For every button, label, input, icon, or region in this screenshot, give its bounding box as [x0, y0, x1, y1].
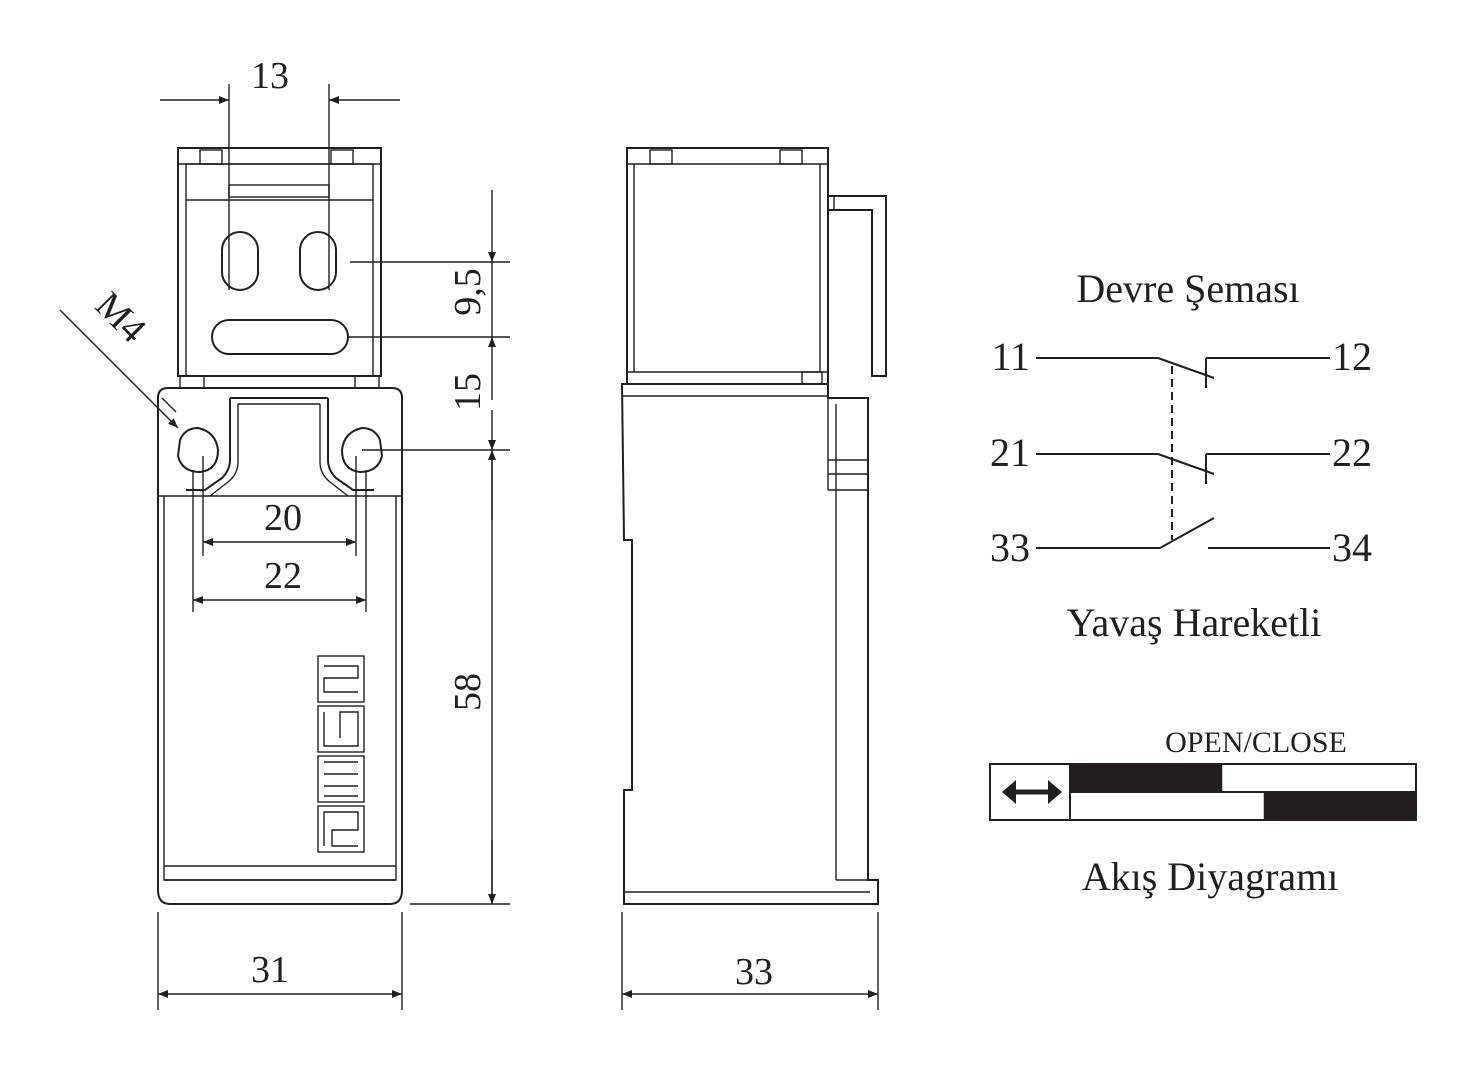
flow-header: OPEN/CLOSE [1165, 726, 1347, 759]
side-view: 33 [620, 147, 887, 1010]
terminal-12: 12 [1332, 334, 1372, 379]
flow-diagram: OPEN/CLOSE Akış Diyagramı [989, 726, 1417, 899]
dimension-15: 15 [362, 337, 510, 451]
contact-nc-21-22: 21 22 [990, 430, 1372, 484]
dim-label-33: 33 [735, 951, 773, 993]
double-arrow-icon [1002, 780, 1062, 804]
dim-label-31: 31 [251, 949, 289, 991]
contact-no-33-34: 33 34 [990, 517, 1372, 570]
dim-label-9-5: 9,5 [447, 268, 489, 316]
front-view: 13 9,5 15 58 20 [59, 55, 510, 1010]
terminal-22: 22 [1332, 430, 1372, 475]
thread-label: M4 [87, 284, 154, 351]
dimension-58: 58 [410, 450, 510, 905]
actuator-head [177, 147, 382, 389]
contact-nc-11-12: 11 12 [991, 334, 1372, 388]
terminal-21: 21 [990, 430, 1030, 475]
dimension-31: 31 [157, 912, 403, 1010]
switch-body [157, 387, 403, 905]
side-body [620, 383, 879, 905]
circuit-diagram: Devre Şeması 11 12 21 22 33 34 Yavaş Har… [990, 266, 1372, 645]
dim-label-15: 15 [447, 373, 489, 411]
flow-bar-open [1070, 764, 1223, 792]
thread-callout: M4 [59, 284, 179, 429]
flow-bar-close [1263, 792, 1416, 820]
terminal-34: 34 [1332, 525, 1372, 570]
terminal-11: 11 [991, 334, 1030, 379]
circuit-title: Devre Şeması [1076, 266, 1299, 311]
dim-label-58: 58 [447, 673, 489, 711]
circuit-subtitle: Yavaş Hareketli [1067, 600, 1322, 645]
dimension-33: 33 [621, 912, 879, 1010]
dimension-22: 22 [192, 470, 367, 612]
dimension-9-5: 9,5 [348, 190, 510, 338]
dim-label-13: 13 [251, 55, 289, 97]
dim-label-22: 22 [264, 555, 302, 597]
terminal-33: 33 [990, 525, 1030, 570]
dimension-13: 13 [160, 55, 400, 290]
dim-label-20: 20 [264, 497, 302, 539]
brand-logo [317, 655, 365, 853]
side-head [626, 147, 887, 385]
dimension-20: 20 [202, 456, 357, 556]
flow-title: Akış Diyagramı [1082, 854, 1339, 899]
